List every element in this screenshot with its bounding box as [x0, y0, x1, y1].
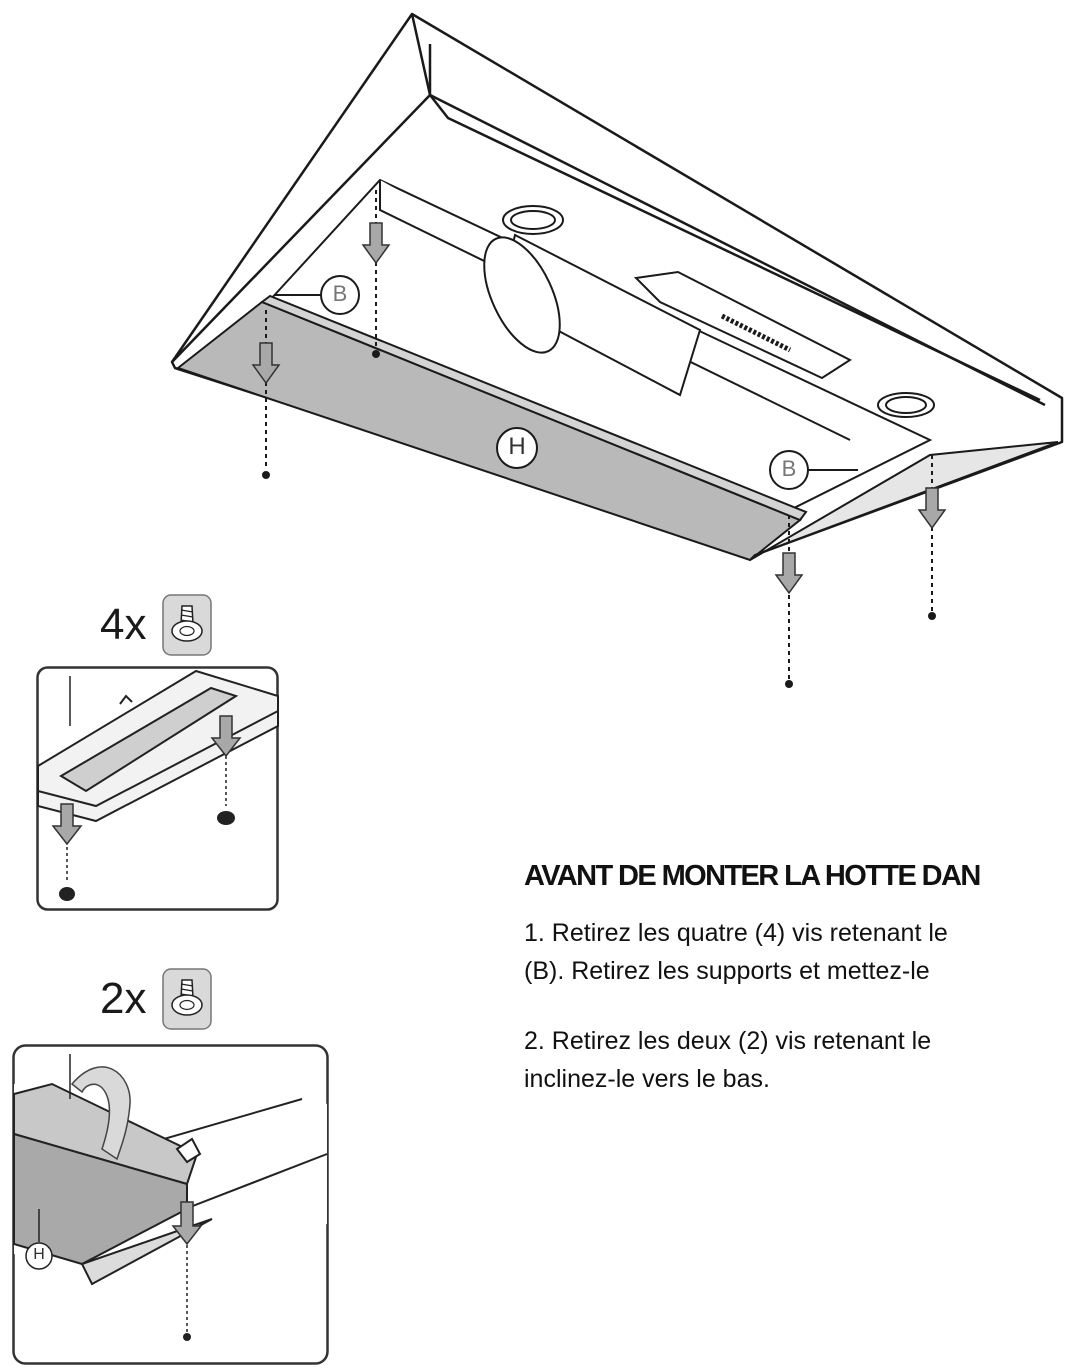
screw-icon [162, 594, 212, 656]
screw-drop-lines [265, 190, 933, 680]
light-fixtures [502, 205, 935, 418]
front-panel-h [175, 294, 1059, 562]
callout-label-panel-detail: H [33, 1246, 45, 1263]
callout-label-panel-main: H [508, 433, 526, 460]
step1-detail-illustration [36, 666, 279, 911]
instructions-heading: AVANT DE MONTER LA HOTTE DAN [524, 860, 981, 892]
range-hood-illustration [170, 12, 1064, 688]
step2-quantity: 2x [100, 974, 147, 1023]
callout-label-bracket-right: B [781, 456, 797, 481]
step1-line1: 1. Retirez les quatre (4) vis retenant l… [524, 919, 948, 947]
callout-bracket-left [275, 275, 360, 315]
callout-bracket-right [769, 450, 858, 490]
callout-label-bracket-left: B [332, 281, 348, 306]
step2-line1: 2. Retirez les deux (2) vis retenant le [524, 1027, 932, 1055]
step2-line2: inclinez-le vers le bas. [524, 1065, 770, 1093]
duct-cylinder [483, 233, 702, 397]
step1-quantity: 4x [100, 600, 147, 649]
control-panel [633, 270, 853, 380]
step1-line2: (B). Retirez les supports et mettez-le [524, 957, 930, 985]
callout-panel-main [496, 427, 538, 469]
step2-detail-illustration [12, 1044, 329, 1365]
screw-dots [262, 350, 936, 688]
screw-icon-2 [162, 968, 212, 1030]
